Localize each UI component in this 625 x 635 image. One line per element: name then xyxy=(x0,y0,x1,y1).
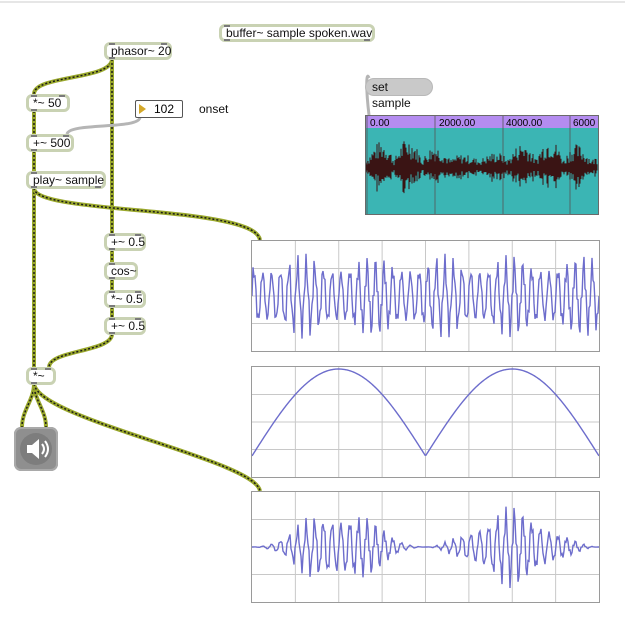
signal-patchcord-stripe xyxy=(21,383,35,428)
add-05-a-object[interactable]: +~ 0.5 xyxy=(104,233,146,251)
signal-patchcord[interactable] xyxy=(32,187,262,241)
set-sample-label: set sample xyxy=(372,80,411,110)
control-patchcord[interactable] xyxy=(65,116,142,135)
scope-3-plot xyxy=(251,492,600,602)
add-05-a-label: +~ 0.5 xyxy=(111,235,146,249)
multiply-label: *~ xyxy=(33,369,45,383)
play-label: play~ sample xyxy=(33,173,105,187)
buffer-object[interactable]: buffer~ sample spoken.wav xyxy=(219,24,375,42)
waveform-display[interactable]: 0.00 2000.00 4000.00 6000 xyxy=(365,115,599,215)
multiply-50-label: *~ 50 xyxy=(33,96,62,110)
waveform-trace xyxy=(365,141,598,194)
multiply-50-object[interactable]: *~ 50 xyxy=(26,94,70,112)
signal-patchcord[interactable] xyxy=(32,383,262,492)
buffer-label: buffer~ sample spoken.wav xyxy=(226,26,373,40)
phasor-object[interactable]: phasor~ 20 xyxy=(104,42,172,60)
dac-speaker-button[interactable] xyxy=(14,427,58,471)
ruler-tick-0: 0.00 xyxy=(370,118,390,129)
ruler-tick-1: 2000.00 xyxy=(439,118,476,129)
scope-trace xyxy=(251,368,600,457)
onset-number-box[interactable]: 102 xyxy=(135,100,183,118)
set-sample-message[interactable]: set sample xyxy=(365,78,433,110)
cos-label: cos~ xyxy=(111,264,137,278)
add-05-b-label: +~ 0.5 xyxy=(111,319,146,333)
onset-label: onset xyxy=(199,102,229,116)
onset-value: 102 xyxy=(154,102,175,116)
signal-patchcord[interactable] xyxy=(20,383,36,428)
multiply-05-label: *~ 0.5 xyxy=(111,292,143,306)
scope-3[interactable] xyxy=(251,491,600,603)
number-triangle-icon xyxy=(139,104,146,114)
scope-1-plot xyxy=(251,241,600,351)
add-05-b-object[interactable]: +~ 0.5 xyxy=(104,317,146,335)
scope-1[interactable] xyxy=(251,240,600,352)
waveform-svg: 0.00 2000.00 4000.00 6000 xyxy=(365,116,598,214)
speaker-icon xyxy=(20,433,52,465)
phasor-label: phasor~ 20 xyxy=(111,44,172,58)
signal-patchcord-stripe xyxy=(33,383,47,428)
signal-patchcord-stripe xyxy=(33,58,113,95)
multiply-object[interactable]: *~ xyxy=(26,367,56,385)
play-object[interactable]: play~ sample xyxy=(26,171,106,189)
scope-trace xyxy=(251,506,600,589)
patchcords xyxy=(20,58,371,492)
scope-2[interactable] xyxy=(251,366,600,478)
add-500-object[interactable]: +~ 500 xyxy=(26,134,74,152)
ruler-tick-3: 6000 xyxy=(573,118,596,129)
signal-patchcord-stripe xyxy=(48,333,113,368)
scope-trace xyxy=(251,253,600,339)
scope-2-plot xyxy=(251,367,600,477)
cos-object[interactable]: cos~ xyxy=(104,262,138,280)
signal-patchcord-stripe xyxy=(33,187,261,241)
add-500-label: +~ 500 xyxy=(33,136,71,150)
ruler-tick-2: 4000.00 xyxy=(506,118,543,129)
signal-patchcord-stripe xyxy=(33,383,261,492)
multiply-05-object[interactable]: *~ 0.5 xyxy=(104,290,146,308)
waveform-ruler xyxy=(366,116,598,128)
